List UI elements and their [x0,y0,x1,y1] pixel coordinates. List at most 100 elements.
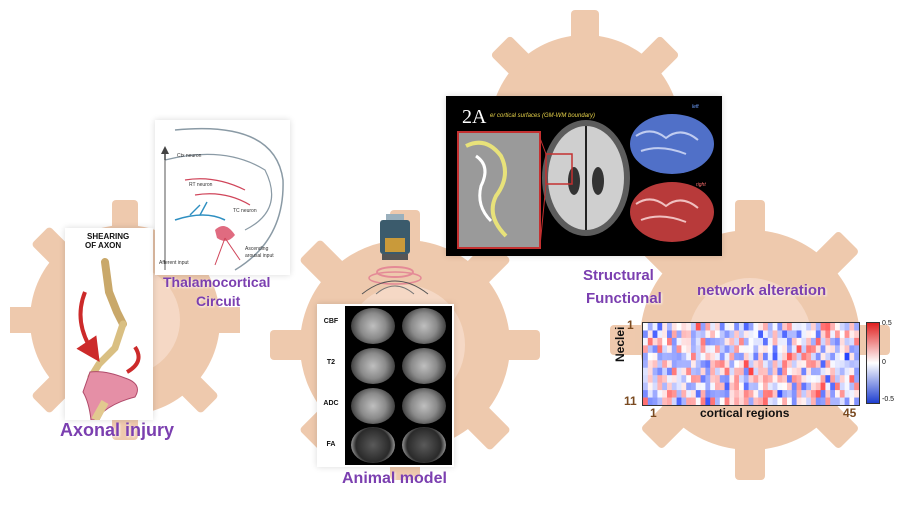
heatmap-cell [719,330,725,339]
thalamocortical-circuit-panel: Ctx neuron RT neuron TC neuron Afferent … [155,120,290,275]
heatmap-cell [801,390,807,398]
heatmap-cell [825,382,831,391]
heatmap-cell [791,330,797,339]
heatmap-cell [791,323,797,331]
heatmap-cell [705,367,711,376]
heatmap-cell [647,375,653,383]
ctx-neuron-label: Ctx neuron [177,153,202,159]
heatmap-cell [791,375,797,383]
heatmap-cell [681,360,687,369]
heatmap-cell [753,330,759,339]
heatmap-cell [647,323,653,331]
heatmap-cell [806,367,812,376]
heatmap-cell [743,382,749,391]
heatmap-cell [835,345,841,354]
heatmap-cell [835,330,841,339]
heatmap-cell [671,352,677,361]
heatmap-cell [662,345,668,354]
heatmap-cell [671,337,677,346]
cortical-surface-panel: 2A er cortical surfaces (GM-WM boundary)… [446,96,722,256]
heatmap-cell [830,382,836,391]
heatmap-cell [830,375,836,383]
heatmap-cell [753,345,759,354]
heatmap-cell [743,367,749,376]
heatmap-cell [815,367,821,376]
heatmap-cell [652,360,658,369]
heatmap-cell [724,375,730,383]
heatmap-cell [806,323,812,331]
heatmap-cell [734,337,740,346]
heatmap-cell [691,397,697,405]
heatmap-cell [652,390,658,398]
heatmap-cell [787,360,793,369]
heatmap-cell [643,352,649,361]
heatmap-cell [758,330,764,339]
heatmap-cell [782,337,788,346]
heatmap-cell [686,390,692,398]
heatmap-cell [839,323,845,331]
heatmap-cell [844,375,850,383]
ascending-label-2: arousal input [245,253,274,259]
heatmap-cell [806,352,812,361]
heatmap-cell [835,382,841,391]
heatmap-cell [729,397,735,405]
heatmap-cell [719,375,725,383]
heatmap-cell [667,330,673,339]
heatmap-cell [806,360,812,369]
heatmap-cell [839,360,845,369]
heatmap-cell [801,352,807,361]
heatmap-cell [825,330,831,339]
heatmap-cell [763,330,769,339]
heatmap-cell [830,397,836,405]
heatmap-cell [719,345,725,354]
heatmap-cell [686,397,692,405]
heatmap-cell [643,397,649,405]
heatmap-cell [767,397,773,405]
heatmap-cell [700,337,706,346]
heatmap-cell [801,323,807,331]
right-hemisphere-label: right [696,182,706,188]
heatmap-cell [820,323,826,331]
mri-scan [351,427,395,463]
heatmap-cell [667,367,673,376]
heatmap-cell [643,390,649,398]
heatmap-cell [806,382,812,391]
heatmap-cell [643,345,649,354]
heatmap-cell [782,345,788,354]
heatmap-cell [715,323,721,331]
heatmap-cell [777,330,783,339]
mri-scan [402,308,446,344]
functional-label: Functional [586,290,662,307]
heatmap-cell [705,397,711,405]
heatmap-cell [700,390,706,398]
heatmap-cell [844,397,850,405]
heatmap-cell [796,397,802,405]
heatmap-cell [695,323,701,331]
panel-tag: 2A [462,106,487,128]
heatmap-cell [791,345,797,354]
heatmap-cell [667,337,673,346]
heatmap-cell [854,360,859,369]
heatmap-cell [743,337,749,346]
heatmap-cell [758,367,764,376]
heatmap-cell [724,397,730,405]
heatmap-cell [849,367,855,376]
heatmap-cell [715,397,721,405]
heatmap-cell [681,375,687,383]
heatmap-cell [643,367,649,376]
heatmap-cell [815,337,821,346]
heatmap-cell [854,330,859,339]
heatmap-cell [849,375,855,383]
heatmap-cell [835,390,841,398]
heatmap-cell [801,345,807,354]
heatmap-cell [811,375,817,383]
heatmap-cell [657,323,663,331]
heatmap-cell [830,323,836,331]
heatmap-cell [748,352,754,361]
heatmap-cell [652,345,658,354]
heatmap-cell [686,382,692,391]
heatmap-cell [719,382,725,391]
heatmap-cell [820,345,826,354]
heatmap-cell [763,323,769,331]
heatmap-cell [787,330,793,339]
